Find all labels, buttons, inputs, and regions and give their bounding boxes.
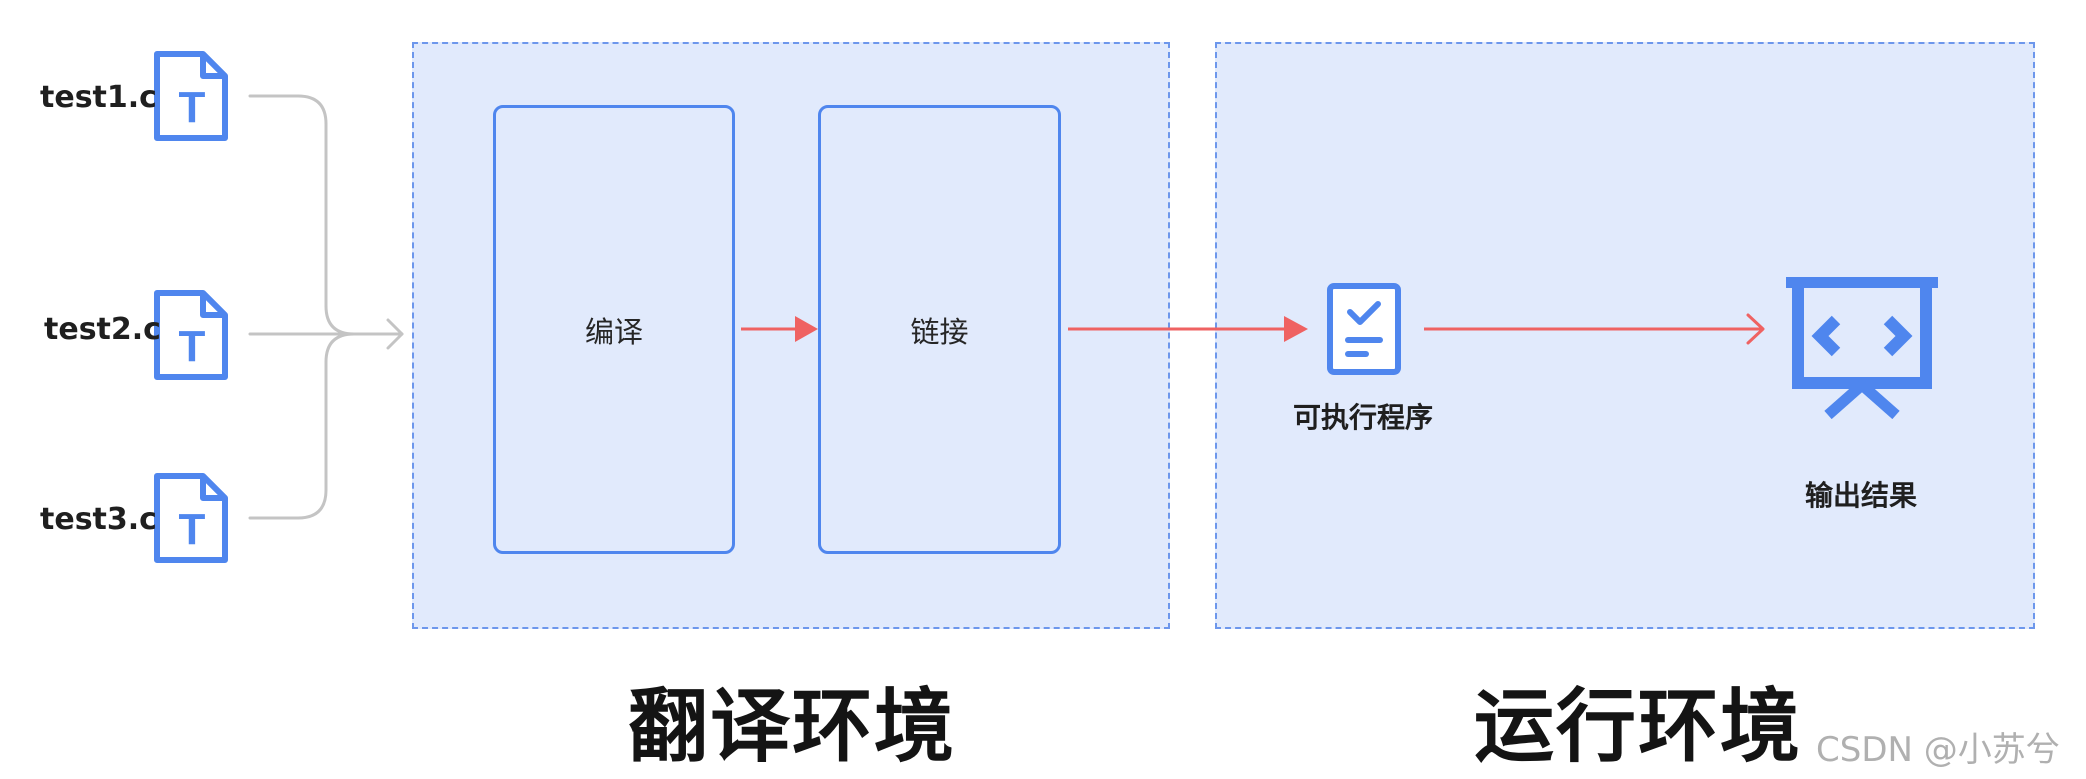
file-label-test2: test2.c — [44, 312, 161, 347]
output-label: 输出结果 — [1804, 479, 1917, 512]
watermark: CSDN @小苏兮 — [1816, 730, 2060, 770]
file-glyph: T — [179, 505, 206, 554]
file-label-test1: test1.c — [40, 80, 157, 115]
arrowhead-link-to-executable — [1284, 316, 1308, 342]
wire-arrowhead — [386, 318, 404, 350]
file-label-test3: test3.c — [40, 502, 157, 537]
compile-box: 编译 — [493, 105, 735, 554]
arrowhead-compile-to-link — [795, 316, 818, 342]
link-box: 链接 — [818, 105, 1061, 554]
link-label: 链接 — [910, 314, 969, 349]
text-file-icon: T — [153, 50, 229, 146]
file-glyph: T — [179, 322, 206, 371]
presentation-screen-icon — [1782, 273, 1942, 423]
text-file-icon: T — [153, 289, 229, 385]
wire-test3 — [248, 332, 356, 520]
text-file-icon: T — [153, 472, 229, 568]
file-glyph: T — [179, 83, 206, 132]
executable-label: 可执行程序 — [1292, 401, 1433, 434]
compile-label: 编译 — [584, 314, 643, 349]
checklist-document-icon — [1326, 282, 1402, 380]
wire-test1 — [248, 94, 356, 336]
runtime-env-title: 运行环境 — [1474, 680, 1802, 773]
arrow-output-head — [1746, 313, 1765, 345]
translation-env-title: 翻译环境 — [628, 680, 956, 773]
